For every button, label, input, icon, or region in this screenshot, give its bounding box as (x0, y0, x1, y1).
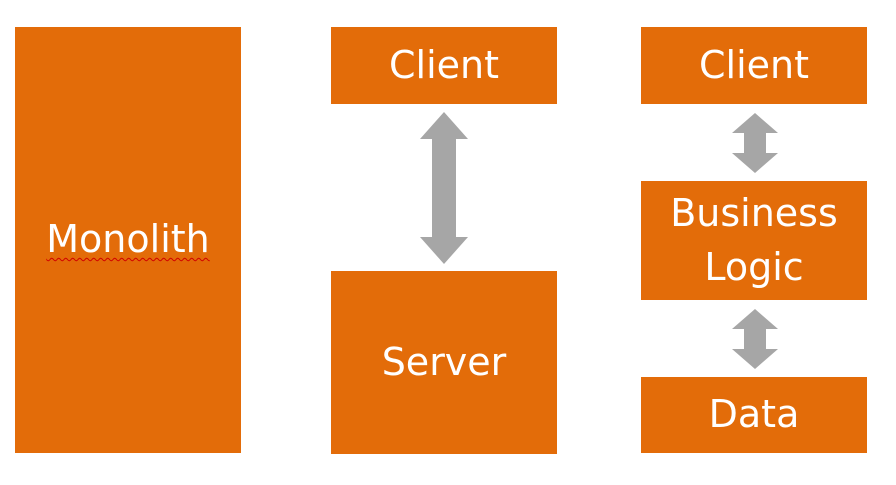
client-server-server-box: Server (331, 271, 557, 454)
monolith-box: Monolith (15, 27, 241, 453)
client-server-server-label: Server (381, 339, 507, 384)
client-server-client-label: Client (388, 42, 499, 87)
business-logic-label-line1: Business (670, 190, 838, 235)
client-server-client-box: Client (331, 27, 557, 104)
three-tier-client-label: Client (698, 42, 809, 87)
three-tier-data-label: Data (708, 392, 800, 437)
client-server-double-arrow-icon (420, 112, 468, 264)
three-tier-business-logic-box: Business Logic (641, 181, 867, 300)
client-logic-double-arrow-icon (732, 113, 778, 173)
business-logic-label-line2: Logic (704, 244, 804, 289)
three-tier-data-box: Data (641, 377, 867, 453)
logic-data-double-arrow-icon (732, 309, 778, 369)
three-tier-client-box: Client (641, 27, 867, 104)
monolith-label: Monolith (46, 217, 210, 262)
